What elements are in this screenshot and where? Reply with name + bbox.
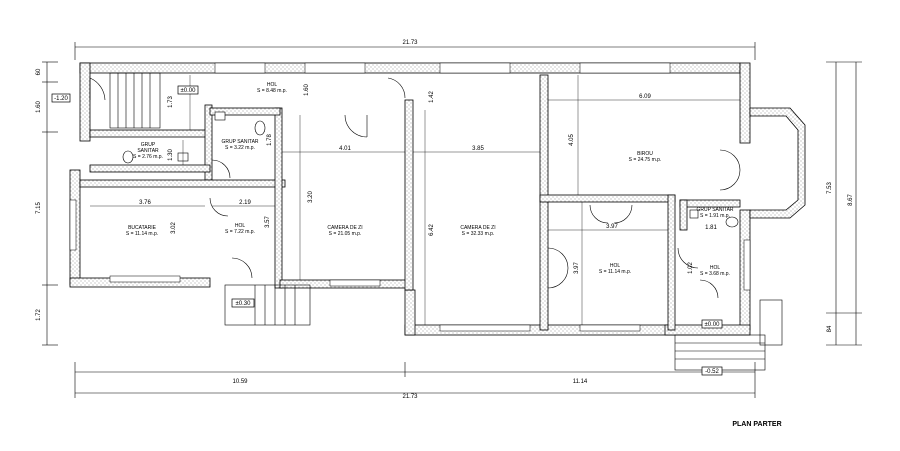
level-minus-052: -0.52: [705, 369, 719, 375]
room-camera-2-area: S = 32.33 m.p.: [462, 231, 495, 237]
room-hol-4-name: HOL: [710, 265, 721, 271]
dim-left-172: 1.72: [36, 309, 42, 321]
dim-609: 6.09: [639, 94, 651, 100]
dim-173: 1.73: [168, 96, 174, 108]
dim-642: 6.42: [429, 224, 435, 236]
room-hol-main-area: S = 8.48 m.p.: [257, 88, 287, 94]
room-grup-2-line1: GRUP: [141, 142, 156, 148]
level-minus-030: ±0.30: [236, 301, 252, 307]
room-grup-1-name: GRUP SANITAR: [221, 139, 258, 145]
dim-bottom-right: 11.14: [573, 379, 588, 385]
level-000-b: ±0.00: [705, 322, 721, 328]
dim-102: 1.02: [688, 262, 694, 274]
dimension-lines: [42, 42, 862, 398]
bay-window: [749, 107, 806, 219]
dim-181: 1.81: [705, 225, 717, 231]
room-camera-2-name: CAMERA DE ZI: [460, 225, 495, 231]
door-swings: [89, 77, 741, 299]
dim-219: 2.19: [239, 200, 251, 206]
room-bucatarie-area: S = 11.14 m.p.: [126, 231, 158, 237]
room-hol-main-name: HOL: [267, 82, 278, 88]
room-grup-3-area: S = 1.91 m.p.: [700, 213, 730, 219]
dim-178: 1.78: [267, 134, 273, 146]
interior-dimension-lines: [90, 75, 740, 325]
room-bucatarie-name: BUCATARIE: [128, 225, 157, 231]
room-camera-1-name: CAMERA DE ZI: [327, 225, 362, 231]
dim-130: 1.30: [168, 149, 174, 161]
room-birou-name: BIROU: [637, 151, 653, 157]
drawing-title: PLAN PARTER: [732, 421, 781, 428]
level-markers: [51, 85, 723, 376]
room-camera-1-area: S = 21.05 m.p.: [329, 231, 362, 237]
dim-left-060: 60: [36, 68, 42, 75]
dim-160: 1.60: [304, 84, 310, 96]
dim-320: 3.20: [308, 191, 314, 203]
dim-bottom-total: 21.73: [402, 394, 418, 400]
dim-right-84: 84: [827, 325, 833, 332]
stairs-entrance-right: [674, 299, 783, 371]
dim-top-total: 21.73: [402, 40, 418, 46]
dim-right-867: 8.67: [848, 194, 854, 206]
dim-357: 3.57: [265, 216, 271, 228]
dim-right-753: 7.53: [827, 182, 833, 194]
dim-left-160: 1.60: [36, 101, 42, 113]
dim-397a: 3.97: [606, 224, 618, 230]
dim-385: 3.85: [472, 146, 484, 152]
sanitary-fixtures: [122, 111, 739, 228]
room-hol-2-area: S = 7.22 m.p.: [225, 229, 255, 235]
dim-376: 3.76: [139, 200, 151, 206]
room-birou-area: S = 24.75 m.p.: [629, 157, 662, 163]
room-hol-3-area: S = 11.14 m.p.: [599, 269, 631, 275]
dim-left-715: 7.15: [36, 202, 42, 214]
room-hol-3-name: HOL: [610, 263, 621, 269]
dim-401: 4.01: [339, 146, 351, 152]
dim-405: 4.05: [569, 134, 575, 146]
room-grup-2-line2: SANITAR: [137, 148, 159, 154]
room-hol-2-name: HOL: [235, 223, 246, 229]
room-grup-2-area: S = 2.76 m.p.: [133, 154, 163, 160]
stairs-top: [109, 72, 161, 129]
dim-bottom-left: 10.59: [232, 379, 248, 385]
dim-397b: 3.97: [574, 262, 580, 274]
dim-302: 3.02: [171, 222, 177, 234]
room-grup-3-name: GRUP SANITAR: [696, 207, 733, 213]
dim-142: 1.42: [429, 91, 435, 103]
window-openings: [69, 62, 751, 332]
room-hol-4-area: S = 3.68 m.p.: [700, 271, 730, 277]
level-000-a: ±0.00: [181, 88, 197, 94]
room-grup-1-area: S = 3.22 m.p.: [225, 145, 255, 151]
level-minus-120: -1.20: [54, 96, 68, 102]
stairs-bottom: [224, 284, 311, 326]
